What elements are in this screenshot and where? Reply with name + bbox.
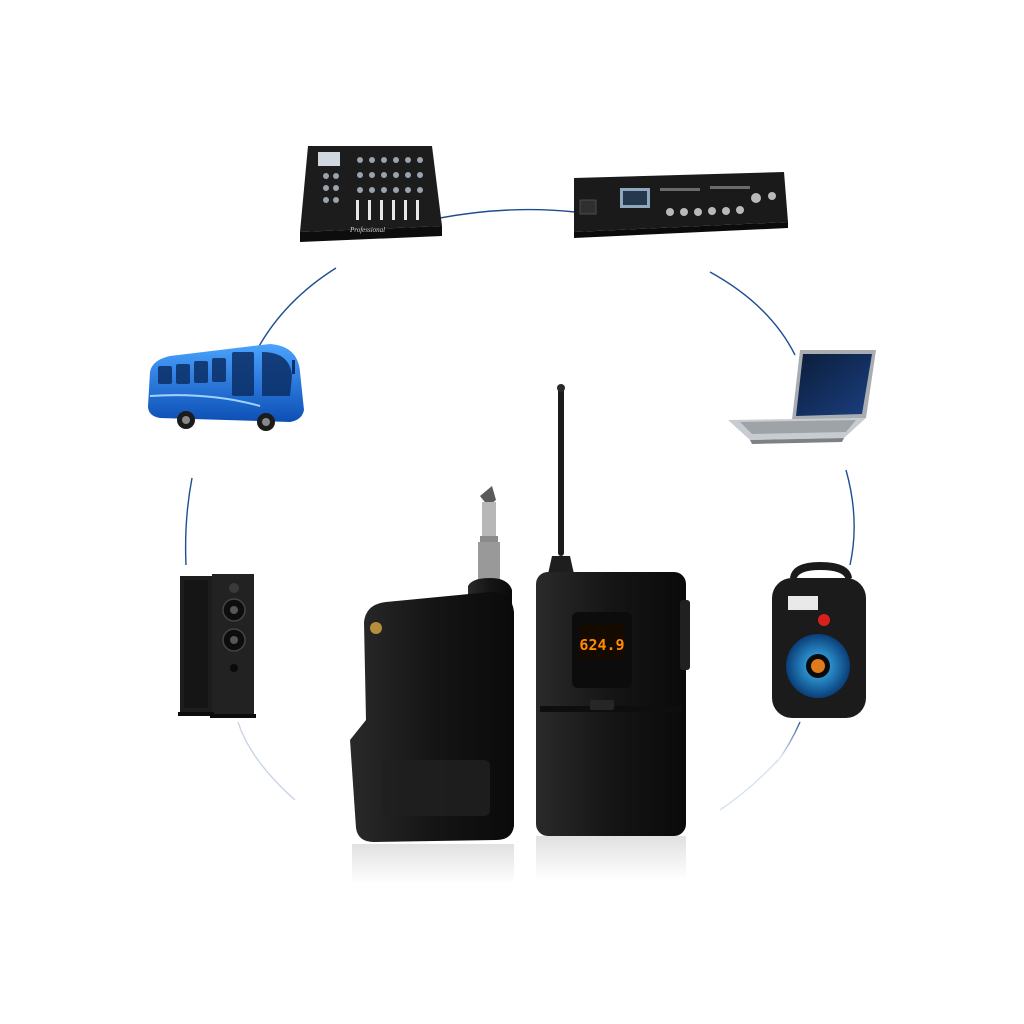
bus-icon — [148, 344, 304, 431]
power-amplifier-icon — [574, 172, 788, 238]
connection-ring — [184, 208, 855, 811]
arc-amp-laptop — [709, 271, 796, 356]
plug-in-transmitter-icon — [350, 486, 514, 884]
arc-portable-bottom — [774, 721, 801, 766]
arc-laptop-portable — [845, 469, 855, 566]
arc-tower-bottom — [237, 721, 296, 801]
arc-mixer-amp — [439, 208, 576, 219]
audio-mixer-icon: Professional — [300, 146, 442, 242]
mixer-brand-label: Professional — [349, 226, 385, 234]
portable-speaker-icon — [772, 562, 866, 718]
bodypack-receiver-icon: 624.9 — [536, 384, 690, 880]
laptop-icon — [728, 350, 876, 444]
tower-speakers-icon — [178, 574, 256, 718]
arc-bottom-right-fade — [719, 759, 779, 811]
arc-bus-tower — [184, 477, 193, 566]
arc-mixer-bus — [257, 267, 337, 349]
receiver-frequency-display: 624.9 — [579, 636, 624, 654]
